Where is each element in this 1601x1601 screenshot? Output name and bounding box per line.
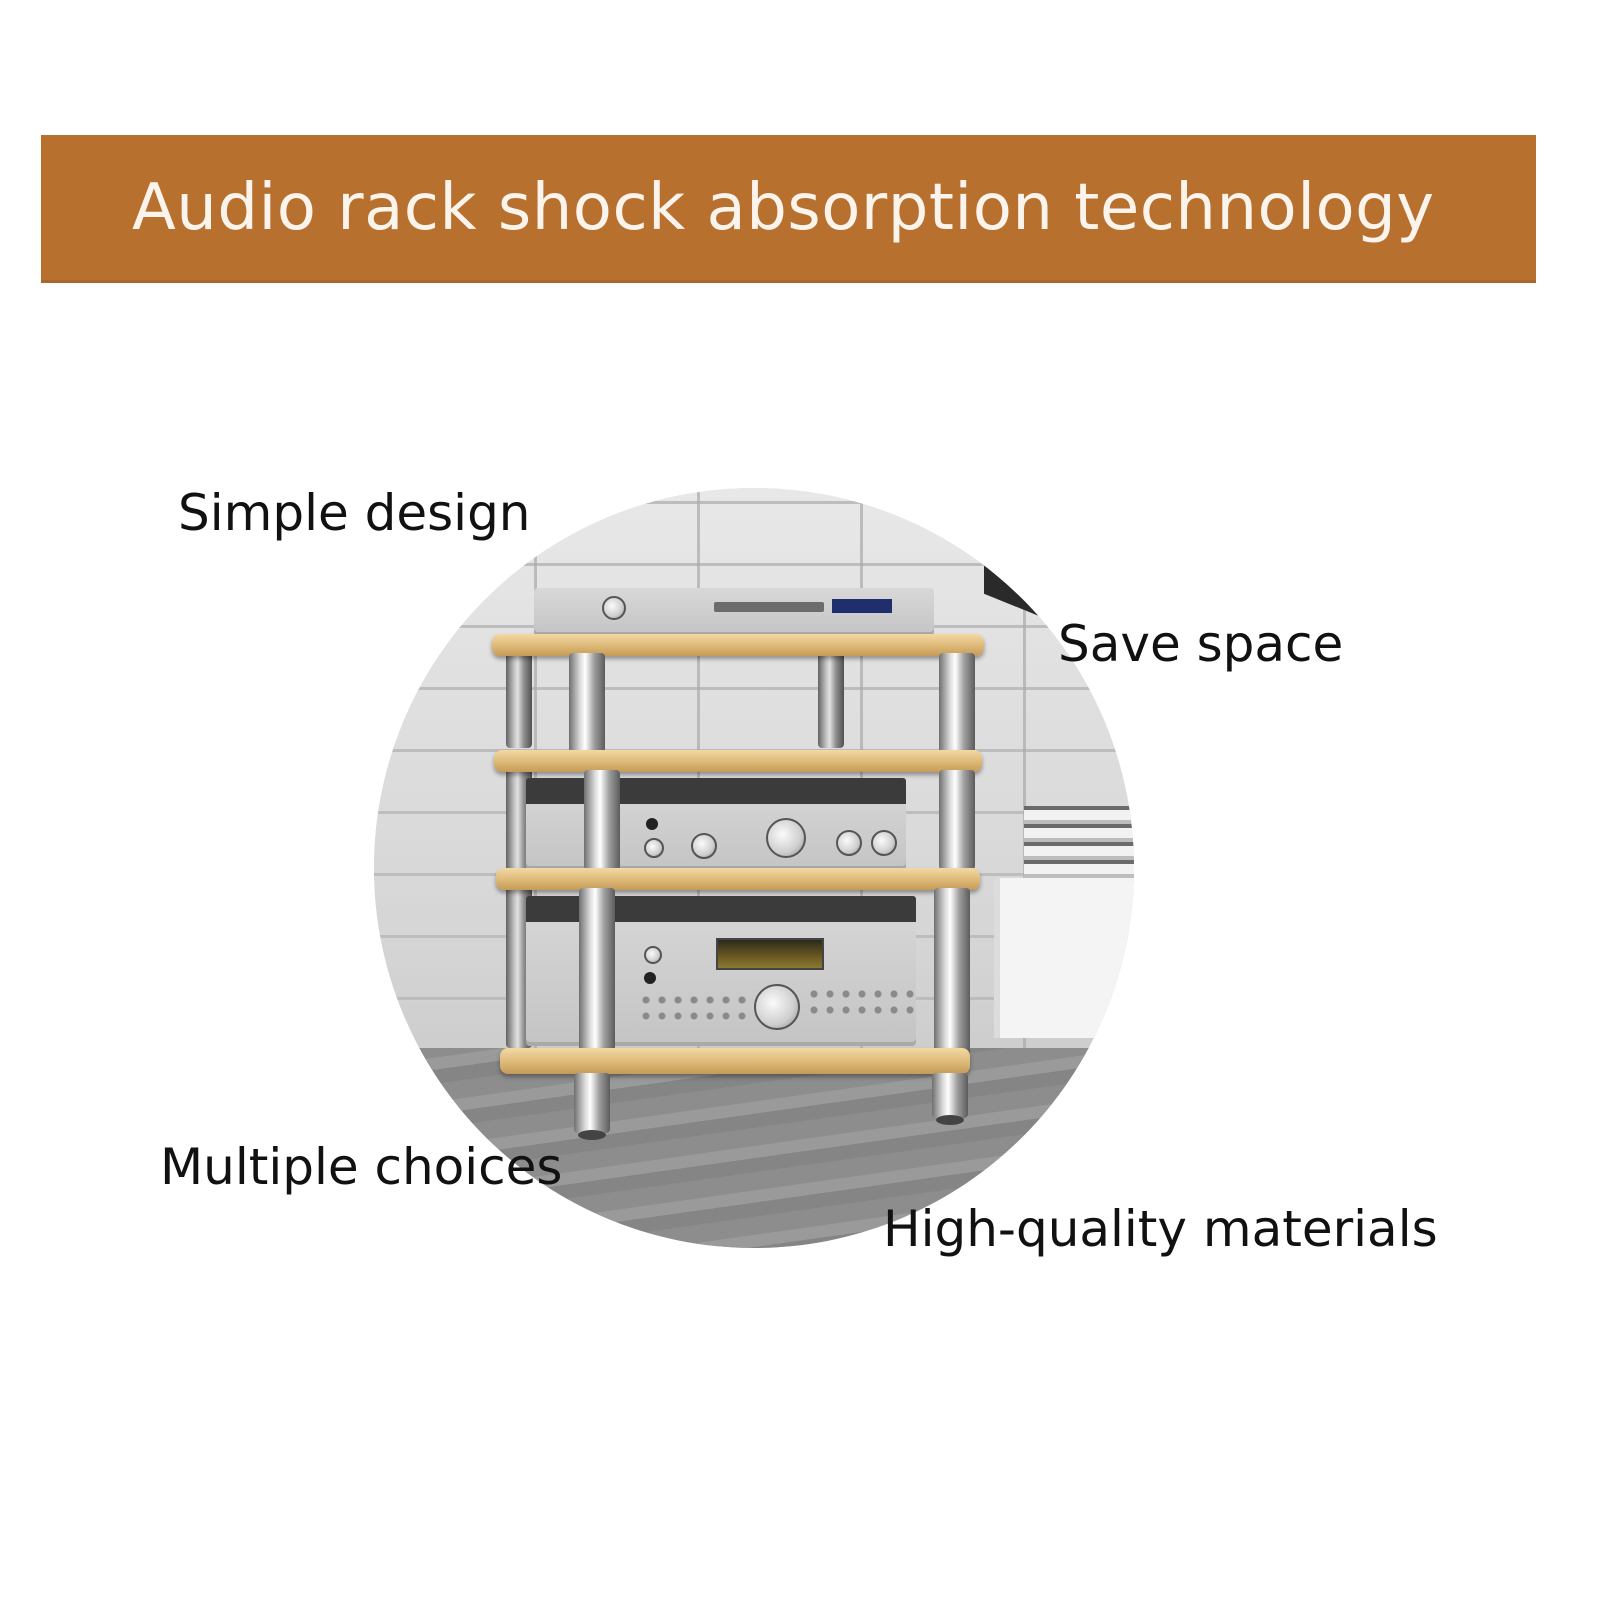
rack-shelf-4 xyxy=(500,1048,970,1074)
feature-label-multiple-choices: Multiple choices xyxy=(160,1138,563,1196)
headphone-jack xyxy=(644,972,656,984)
master-volume-knob xyxy=(754,984,800,1030)
small-knob xyxy=(691,833,717,859)
banner-title: Audio rack shock absorption technology xyxy=(132,170,1435,245)
rack-post xyxy=(506,648,532,748)
feature-label-save-space: Save space xyxy=(1058,615,1344,673)
side-table xyxy=(994,878,1134,1038)
rack-shelf-2 xyxy=(494,750,982,772)
rack-post xyxy=(934,888,970,1058)
rack-post xyxy=(569,653,605,753)
rack-post xyxy=(939,653,975,753)
feature-label-high-quality-materials: High-quality materials xyxy=(883,1200,1438,1258)
spike-foot xyxy=(578,1130,606,1140)
blue-display xyxy=(832,599,892,613)
amber-display xyxy=(716,938,824,970)
integrated-amplifier xyxy=(526,778,906,870)
product-photo xyxy=(374,488,1134,1248)
spike-foot xyxy=(936,1115,964,1125)
button-row-right xyxy=(806,986,918,1018)
rack-post xyxy=(579,888,615,1058)
disc-tray xyxy=(714,602,824,612)
rack-post xyxy=(939,770,975,870)
rack-shelf-1 xyxy=(492,634,984,656)
dvd-player xyxy=(534,588,934,636)
amplifier-top xyxy=(526,778,906,804)
power-knob xyxy=(602,596,626,620)
title-banner: Audio rack shock absorption technology xyxy=(41,135,1536,283)
tone-knob xyxy=(836,830,862,856)
rack-post xyxy=(584,770,620,870)
button-row-left xyxy=(638,992,750,1024)
book-stack xyxy=(1024,806,1134,878)
small-knob xyxy=(644,838,664,858)
feature-label-simple-design: Simple design xyxy=(178,484,531,542)
small-knob xyxy=(644,946,662,964)
rack-leg xyxy=(574,1073,610,1133)
wood-floor xyxy=(374,1048,1134,1248)
rack-post xyxy=(818,648,844,748)
tone-knob xyxy=(871,830,897,856)
volume-knob xyxy=(766,818,806,858)
input-jack xyxy=(646,818,658,830)
rack-leg xyxy=(932,1073,968,1118)
rack-shelf-3 xyxy=(496,868,980,890)
